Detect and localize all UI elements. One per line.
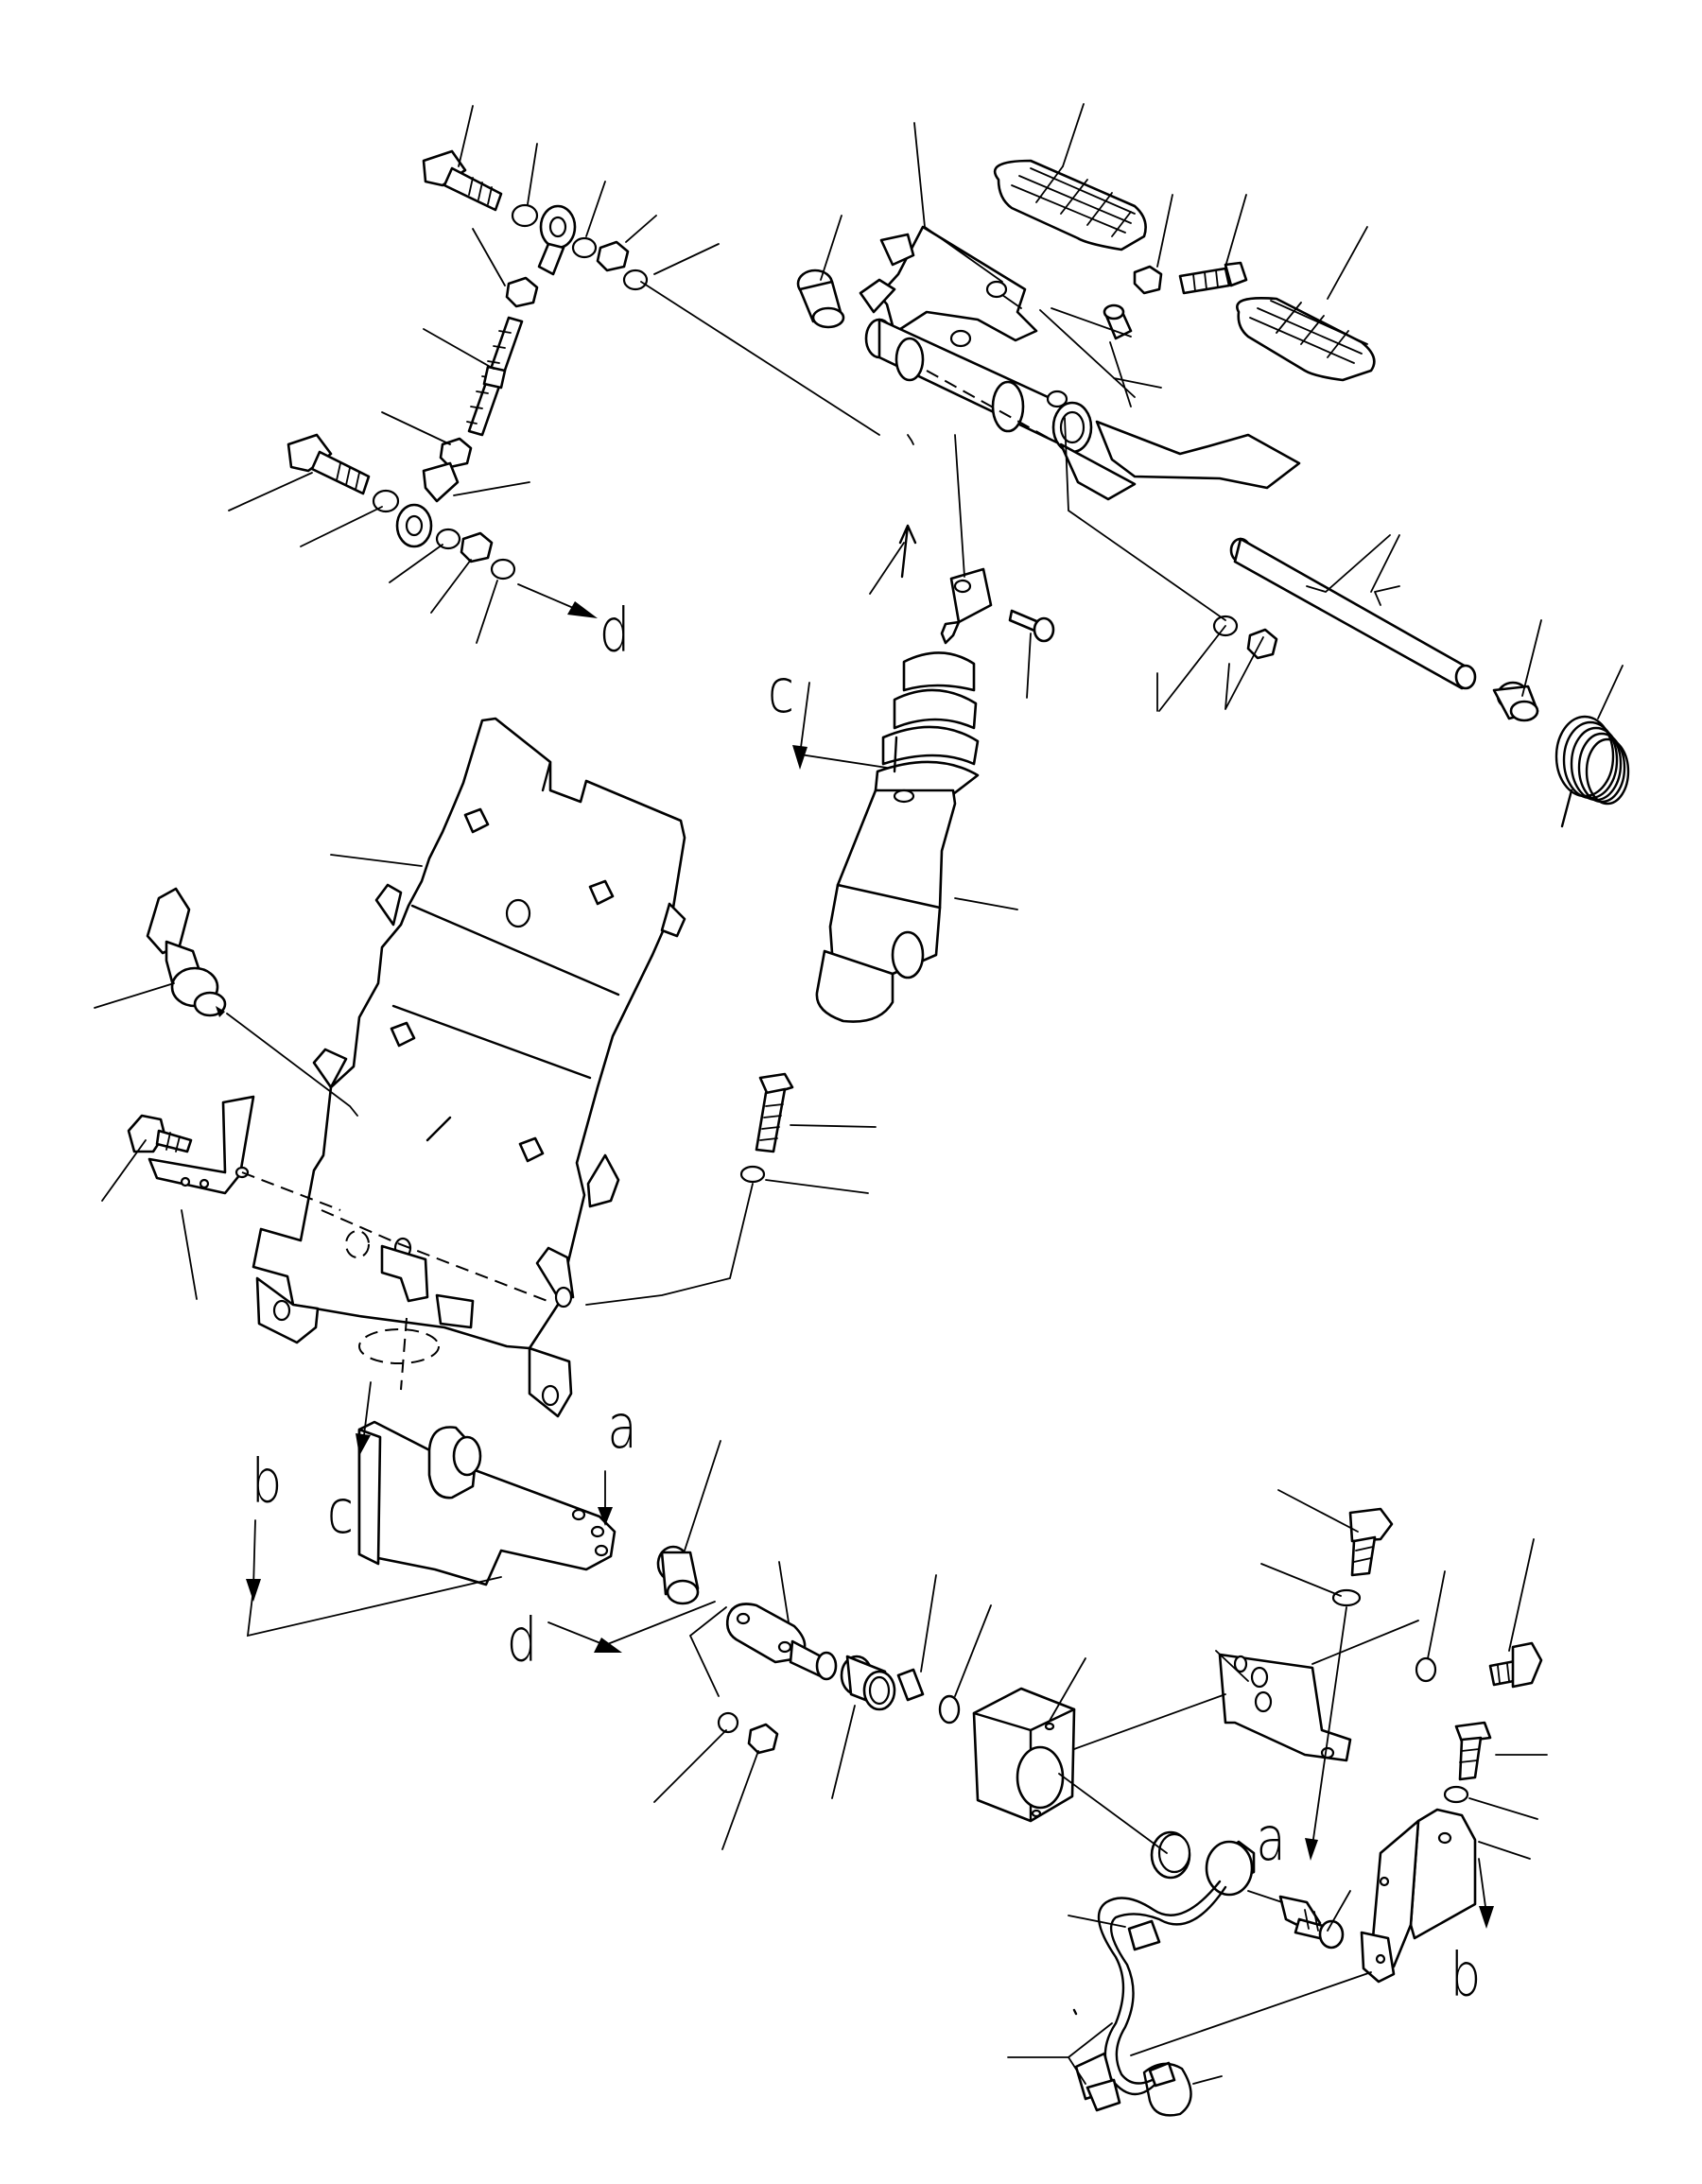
clevis [940, 567, 993, 645]
threaded-rod [466, 316, 524, 437]
lower-right-bolt-washer [1443, 1721, 1548, 1929]
flange-bushing-group [547, 1561, 992, 1850]
flange-bushing [725, 1603, 838, 1681]
lower-nut [460, 531, 494, 563]
lower-washer [372, 489, 400, 513]
seal-ring [1150, 1830, 1191, 1880]
angle-bracket-bolt [1260, 1489, 1394, 1861]
weld-nut-3 [390, 1021, 416, 1048]
snap-ring [938, 1694, 961, 1725]
mid-bolt-washer [585, 1072, 877, 1306]
torsion-spring [1554, 715, 1630, 828]
master-cylinder [792, 434, 1055, 1023]
upper-nut [596, 240, 630, 272]
stop-lamp-switch [1007, 1840, 1372, 2117]
jam-nut-lower [439, 437, 473, 469]
upper-bolt [422, 149, 503, 212]
base-plate [246, 1381, 721, 1638]
lower-pedal-pad [1236, 297, 1376, 382]
weld-nut-1 [463, 807, 490, 834]
pedal-tube [864, 318, 1137, 501]
jam-nut-upper [505, 276, 539, 308]
callout-c-lower: c [326, 1478, 355, 1548]
callout-a-lower: a [1256, 1805, 1286, 1875]
callout-c-upper: c [767, 657, 795, 727]
linkage-rod-assembly [228, 105, 720, 644]
upper-washer [511, 203, 539, 228]
upper-rod-end [537, 204, 577, 276]
cylinder-body [815, 651, 980, 1023]
lower-spacer-washer [435, 528, 461, 550]
pressure-switch [94, 887, 358, 1117]
flange-washer [717, 1711, 739, 1734]
base-spacer [656, 1545, 700, 1605]
lower-right-bracket [1360, 1808, 1477, 1984]
weld-nut-4 [518, 1136, 545, 1163]
long-shaft [1229, 537, 1477, 690]
upper-spacer-washer [571, 236, 598, 259]
side-bolt [1427, 1538, 1543, 1689]
lower-outer-washer [490, 558, 516, 581]
clevis-pin [1008, 609, 1055, 643]
upper-pedal-pad [993, 159, 1147, 251]
weld-nut-2 [588, 879, 615, 906]
pedal-bracket [859, 225, 1038, 348]
main-bracket [252, 717, 686, 1418]
angle-bracket [1073, 1620, 1419, 1762]
lower-bolt [287, 433, 371, 495]
right-bushing [1492, 681, 1539, 722]
pedal-nut [1133, 265, 1163, 295]
pedal-lock-nut [1246, 628, 1278, 660]
callout-b-right: b [1450, 1941, 1482, 2011]
callout-d-lower: d [506, 1606, 538, 1676]
small-bracket [101, 1095, 341, 1300]
left-bushing [796, 269, 845, 329]
flange-nut [747, 1723, 779, 1755]
lower-rod-end [395, 461, 460, 548]
callout-d-upper: d [599, 597, 631, 667]
switch-block [972, 1687, 1076, 1823]
plain-bushing [840, 1655, 896, 1711]
side-washer [1415, 1656, 1437, 1683]
clip [896, 1668, 925, 1702]
callout-b-left: b [251, 1447, 283, 1517]
shaft-spacer [1103, 303, 1133, 340]
pedal-assembly [640, 103, 1630, 828]
pedal-bolt [1178, 261, 1248, 295]
cotter-pin [898, 524, 917, 579]
callout-a-upper: a [607, 1393, 637, 1463]
pedal-arm [1095, 420, 1301, 490]
upper-outer-washer [622, 269, 649, 291]
